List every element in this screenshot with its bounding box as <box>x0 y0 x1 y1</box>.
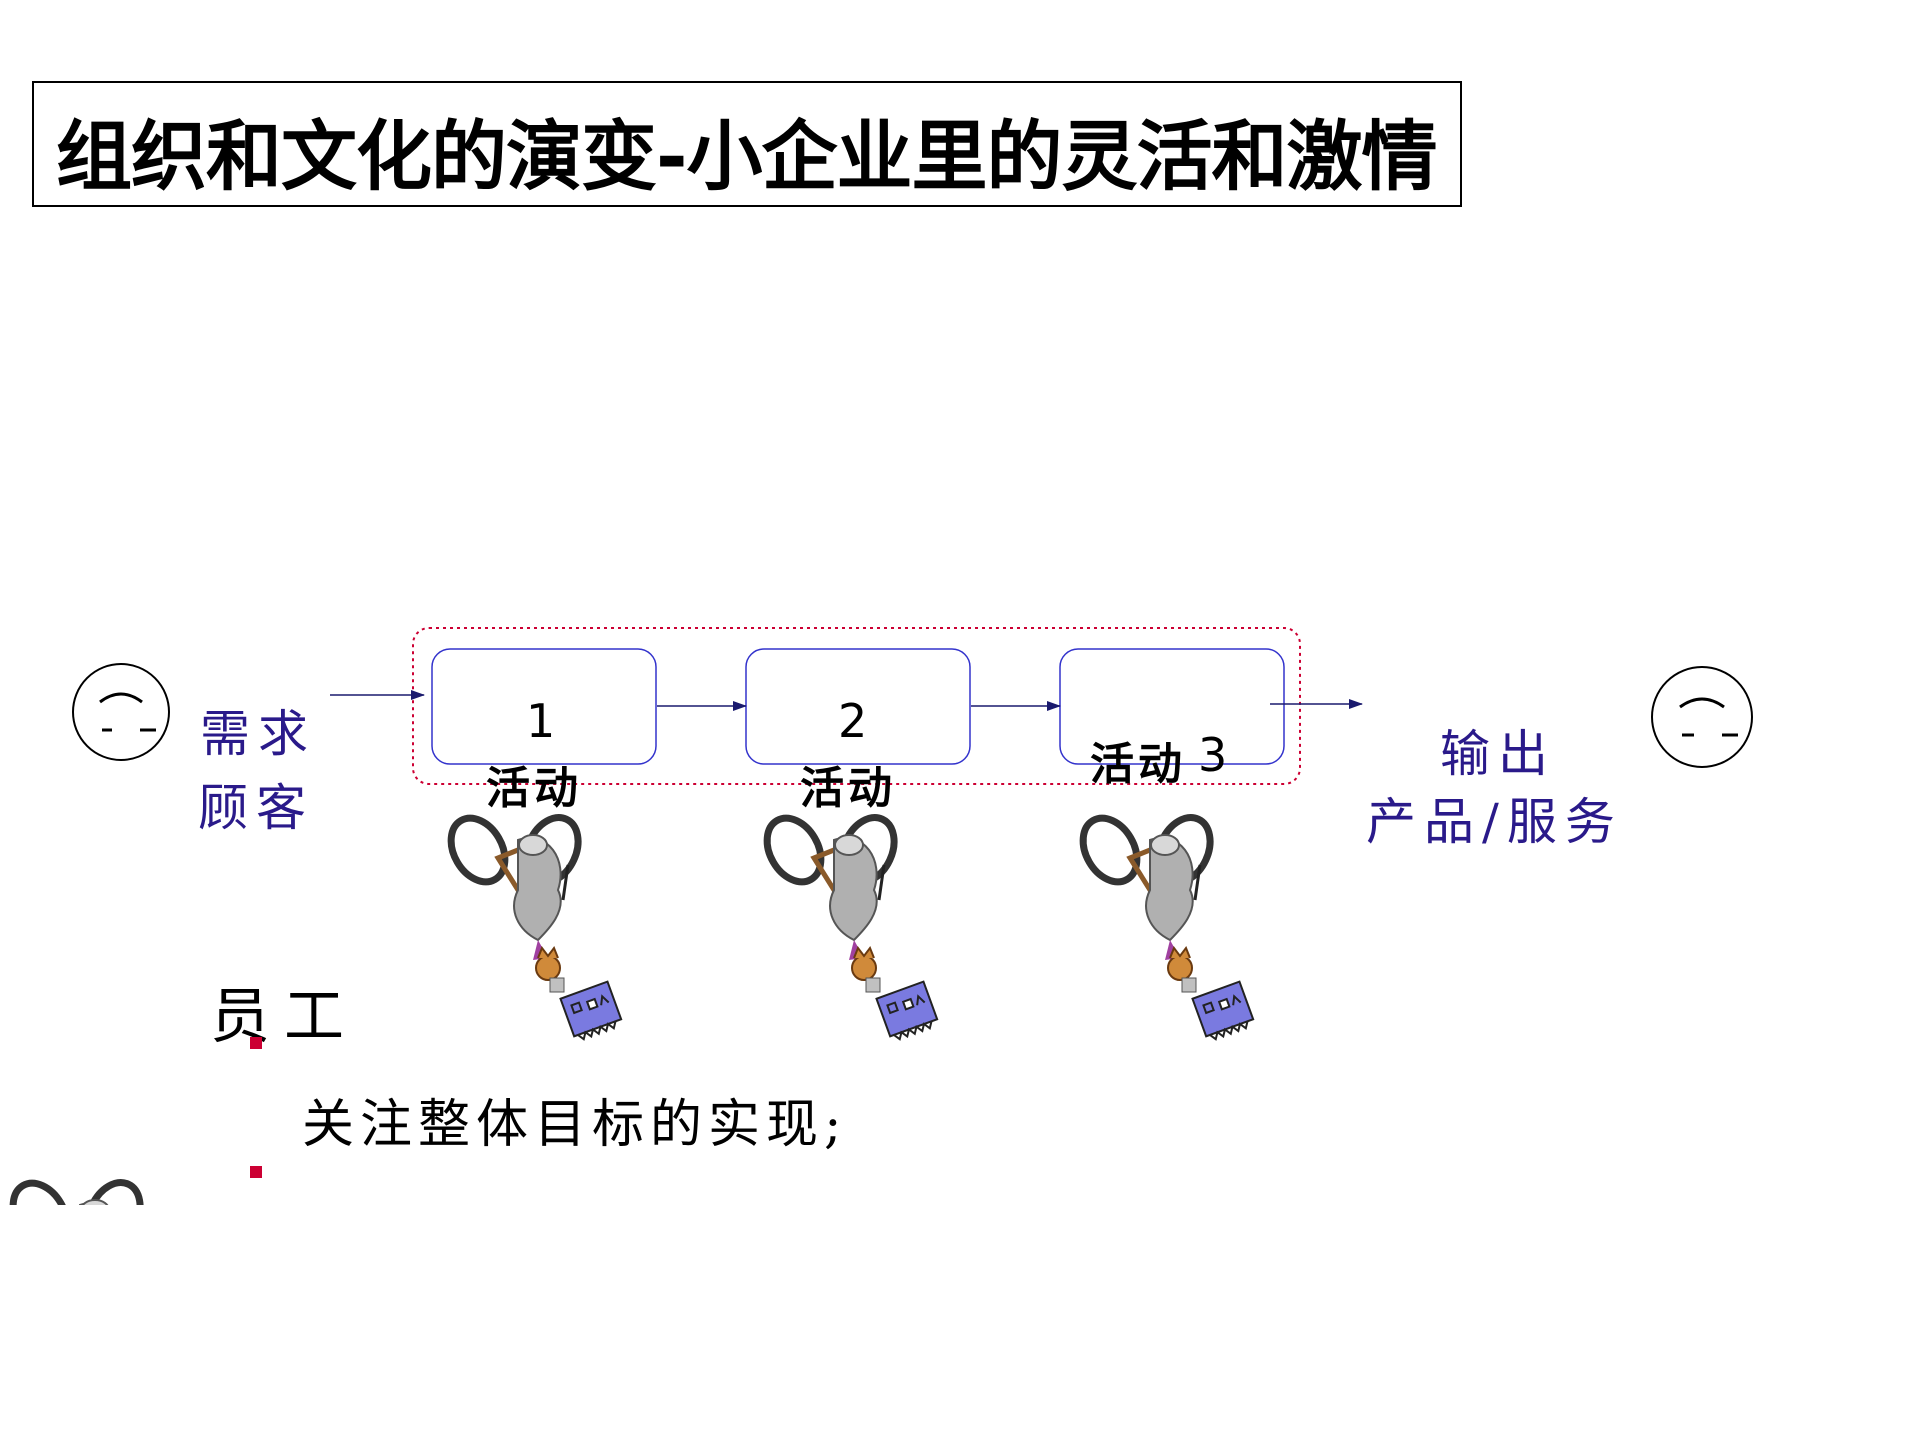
process-frame <box>412 627 1301 785</box>
worker-figure-icon <box>1072 809 1255 1042</box>
customer-face-icon <box>1651 666 1753 768</box>
activity-box-1 <box>431 648 657 765</box>
worker-figure-icon <box>2 1174 185 1407</box>
output-label-product: 产品/服务 <box>1366 793 1623 851</box>
output-label-output: 输出 <box>1440 725 1556 783</box>
bullet-marker <box>250 1166 262 1178</box>
input-label-demand: 需求 <box>200 705 316 763</box>
bullet-text-1: 关注整体目标的实现; <box>302 1095 848 1155</box>
input-label-customer: 顾客 <box>198 779 314 837</box>
activity-label-3: 活动 <box>1090 739 1186 790</box>
bullet-marker <box>250 1037 262 1049</box>
activity-number-1: 1 <box>526 694 556 748</box>
page-title: 组织和文化的演变-小企业里的灵活和激情 <box>56 112 1438 201</box>
activity-number-2: 2 <box>838 694 868 748</box>
title-box: 组织和文化的演变-小企业里的灵活和激情 <box>32 81 1462 207</box>
activity-label-1: 活动 <box>486 763 582 814</box>
customer-face-icon <box>72 663 170 761</box>
employee-heading: 员工 <box>210 982 358 1052</box>
worker-figure-icon <box>440 809 623 1042</box>
activity-number-3: 3 <box>1198 728 1228 782</box>
worker-figure-icon <box>756 809 939 1042</box>
activity-label-2: 活动 <box>800 763 896 814</box>
